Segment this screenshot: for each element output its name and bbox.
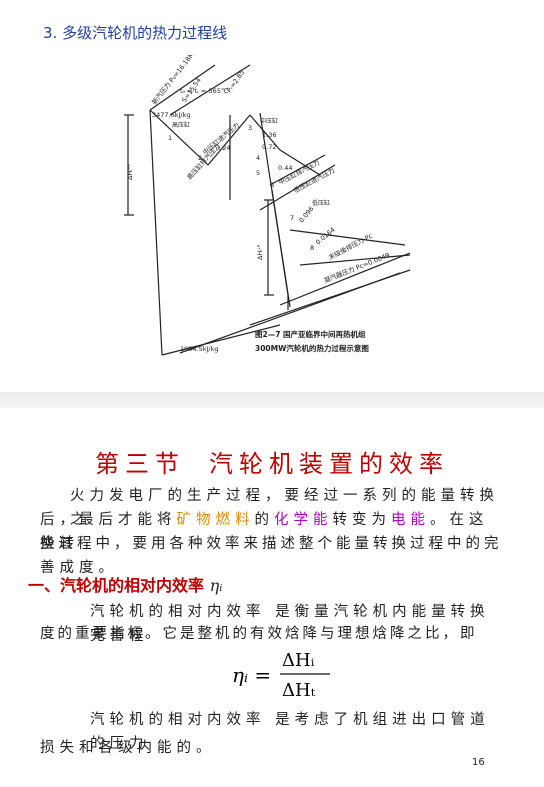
formula-numerator: ΔHᵢ [282,650,315,671]
slide-title: 3. 多级汽轮机的热力过程线 [43,24,228,42]
label-mid-val: 1.36 [262,131,276,139]
highlight-mineral-fuel: 矿物燃料 [176,512,255,528]
section-number: 第三节 [95,450,185,478]
stage-number: 2 [198,154,202,162]
formula-denominator: ΔHₜ [282,680,316,701]
text-run: 。在这些转 [40,512,489,552]
intro-paragraph-line4: 善成度。 [40,556,504,580]
label-h-bottom: 1984.5kJ/kg [180,345,219,353]
subsection-heading: 一、汽轮机的相对内效率 ηᵢ [28,572,222,596]
figure-caption-2: 300MW汽轮机的热力过程示意图 [255,343,369,353]
text-run: 火力发电厂的生产过程，要经过一系列的能量转换之 [70,488,499,528]
internal-losses-line2: 损失和各级内能的。 [40,740,216,756]
stage-number: 3 [248,124,252,132]
label-t-new: t₀ = tᵣ = 565℃ [180,87,228,95]
stage-number: 6 [270,181,274,189]
stage-number: 4 [256,154,260,162]
label-ip-cyl: 中压缸 [260,117,278,125]
label-dh-lp: ΔHᵢᴸᴾ [256,244,264,260]
label-h-top: 3477.6kJ/kg [152,111,191,119]
section-name: 汽轮机装置的效率 [209,450,449,478]
label-dh-hp: ΔHᵢᴴᴾ [126,163,134,180]
label-mid-val2: 0.72 [262,143,276,151]
stage-number: 8 [310,244,314,252]
internal-losses-line1: 汽轮机的相对内效率 是考虑了机组进出口管道的压力 [90,712,490,752]
label-hp-cyl: 高压缸 [172,121,190,129]
slide-divider [0,392,544,408]
figure-caption-1: 图2—7 国产亚临界中间再热机组 [255,329,366,339]
label-p-r: Pᵣ=2.85 [225,69,246,95]
intro-paragraph-line2: 后，最后才能将矿物燃料的化学能转变为电能。在这些转 [40,508,504,556]
top-slide: 3. 多级汽轮机的热力过程线 [0,0,544,392]
text-run: 转变为 [332,512,391,528]
label-ip-in-val: 3.24 [216,144,230,152]
text-run: 的 [254,512,274,528]
efficiency-paragraph-line2: 度的重要指标。它是整机的有效焓降与理想焓降之比，即 [40,626,478,642]
text-run: 后，最后才能将 [40,512,177,528]
label-lp-cyl: 低压缸 [312,199,330,207]
stage-number: 7 [290,214,294,222]
subsection-title: 一、汽轮机的相对内效率 [28,576,205,595]
thermal-process-diagram: 新汽压力 P₀=16.18MPa S=15.54 t₀ = tᵣ = 565℃ … [124,55,411,356]
text-run: 善成度。 [40,560,118,576]
intro-paragraph-line3: 换过程中，要用各种效率来描述整个能量转换过程中的完 [40,532,504,556]
highlight-electric-energy: 电能 [391,512,430,528]
text-run: 换过程中，要用各种效率来描述整个能量转换过程中的完 [40,536,503,552]
label-ip-out-val: 0.44 [278,164,292,172]
stage-number: 5 [256,169,260,177]
hp-expansion-line [149,109,163,356]
highlight-chemical-energy: 化学能 [274,512,333,528]
efficiency-formula: ηᵢ = ΔHᵢ ΔHₜ [232,650,330,701]
page-number: 16 [472,757,485,768]
section-title: 第三节汽轮机装置的效率 [0,444,544,479]
intro-paragraph: 火力发电厂的生产过程，要经过一系列的能量转换之 [70,484,502,532]
formula-lhs: ηᵢ = [232,663,271,687]
eta-symbol: ηᵢ [209,576,223,595]
stage-number: 1 [168,134,172,142]
bottom-slide: 第三节汽轮机装置的效率 火力发电厂的生产过程，要经过一系列的能量转换之 后，最后… [0,408,544,787]
label-lp-val1: 0.096 [297,205,315,224]
efficiency-paragraph-line1: 汽轮机的相对内效率 是衡量汽轮机内能量转换完善程 [90,604,490,644]
